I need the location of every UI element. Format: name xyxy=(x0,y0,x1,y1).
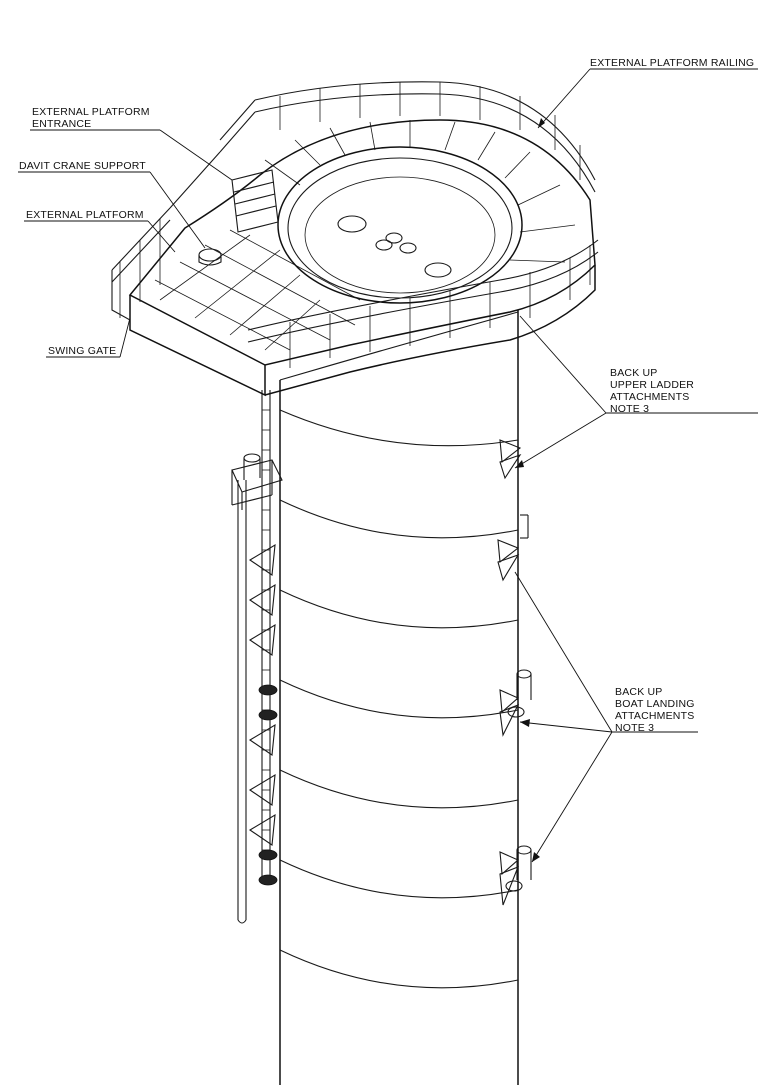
leader-lines xyxy=(18,68,758,863)
label-external-platform-entrance-1: EXTERNAL PLATFORM xyxy=(32,106,150,118)
external-platform-railing xyxy=(111,81,599,368)
label-external-platform-railing: EXTERNAL PLATFORM RAILING xyxy=(590,57,754,69)
label-upper-ladder-4: NOTE 3 xyxy=(610,403,649,415)
label-boat-landing-2: BOAT LANDING xyxy=(615,698,695,710)
label-upper-ladder-2: UPPER LADDER xyxy=(610,379,694,391)
label-boat-landing-4: NOTE 3 xyxy=(615,722,654,734)
label-boat-landing-3: ATTACHMENTS xyxy=(615,710,694,722)
callout-labels: EXTERNAL PLATFORM RAILING EXTERNAL PLATF… xyxy=(19,57,754,734)
label-upper-ladder-3: ATTACHMENTS xyxy=(610,391,689,403)
label-external-platform: EXTERNAL PLATFORM xyxy=(26,209,144,221)
label-swing-gate: SWING GATE xyxy=(48,345,116,357)
backup-attachments xyxy=(497,439,532,906)
label-upper-ladder-1: BACK UP xyxy=(610,367,658,379)
label-external-platform-entrance-2: ENTRANCE xyxy=(32,118,91,130)
label-davit-crane-support: DAVIT CRANE SUPPORT xyxy=(19,160,146,172)
external-platform xyxy=(128,119,596,397)
label-boat-landing-1: BACK UP xyxy=(615,686,663,698)
ladder-assembly xyxy=(231,390,283,924)
tower-shaft xyxy=(279,310,519,1085)
